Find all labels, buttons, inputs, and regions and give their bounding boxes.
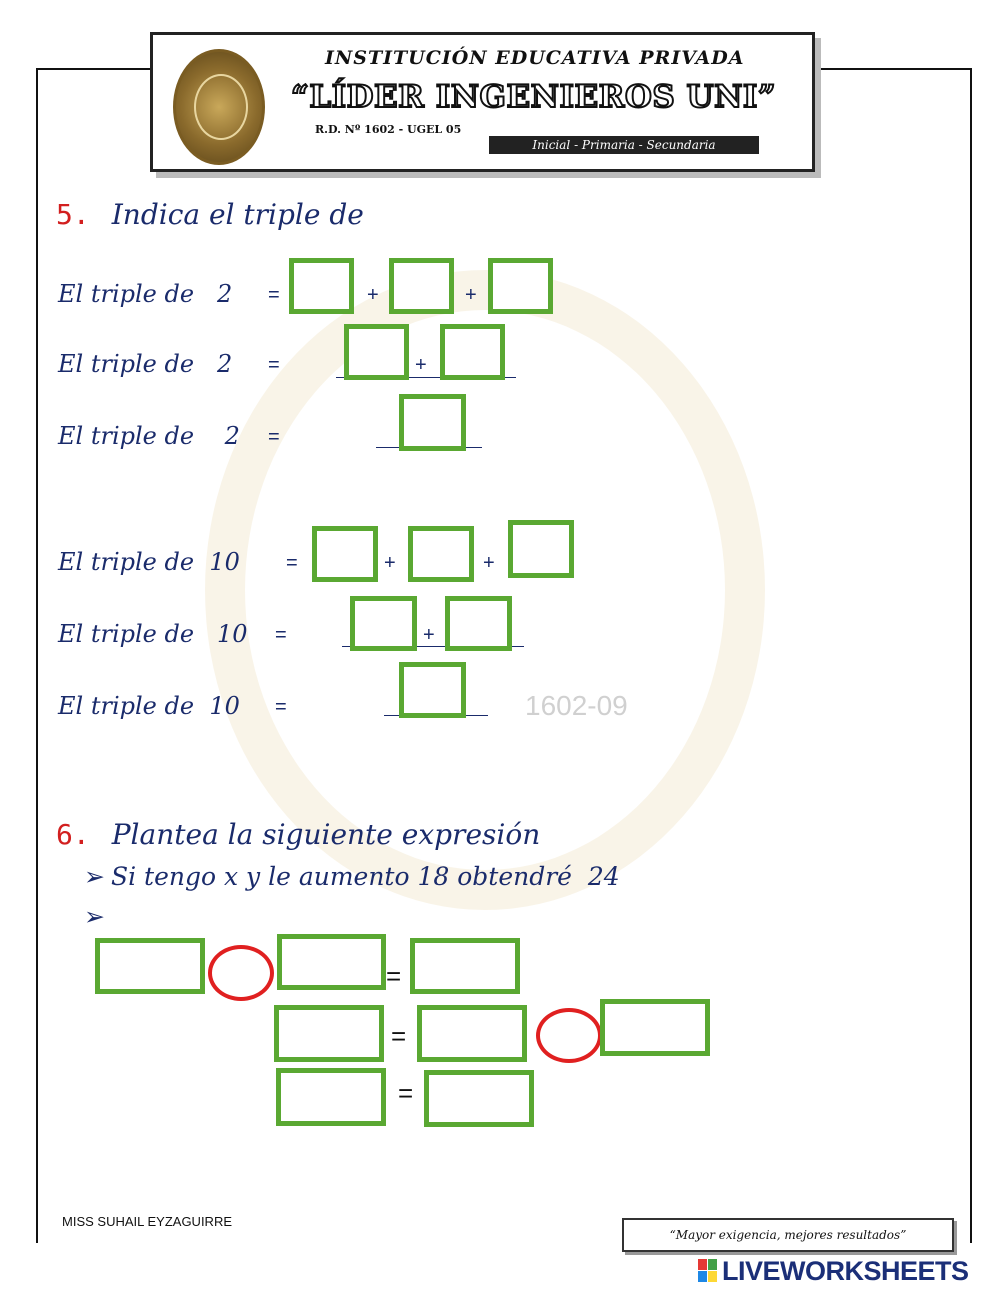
q5-row1-equals: = [268, 284, 280, 306]
operator-circle-2[interactable] [536, 1008, 602, 1063]
q5-row5-label: El triple de 10 [58, 620, 248, 648]
equals-sign: = [398, 1078, 414, 1108]
liveworksheets-brand[interactable]: LIVEWORKSHEETS [722, 1256, 969, 1286]
expression-box-2-1[interactable] [274, 1005, 384, 1062]
answer-box-5-4-1[interactable] [312, 526, 378, 582]
q5-row6-equals: = [275, 696, 287, 718]
header-levels: Inicial - Primaria - Secundaria [489, 136, 759, 154]
expression-box-1-1[interactable] [95, 938, 205, 994]
school-motto: “Mayor exigencia, mejores resultados” [622, 1218, 954, 1252]
q5-row3-label: El triple de 2 [58, 422, 240, 450]
answer-box-5-6-1[interactable] [399, 662, 466, 718]
answer-box-5-3-1[interactable] [399, 394, 466, 451]
answer-box-5-1-2[interactable] [389, 258, 454, 314]
plus-sign: + [415, 354, 427, 376]
q5-row2-equals: = [268, 354, 280, 376]
header-institution: INSTITUCIÓN EDUCATIVA PRIVADA [325, 47, 745, 69]
answer-box-5-4-2[interactable] [408, 526, 474, 582]
watermark-resolution: 1602-09 [525, 690, 628, 721]
plus-sign: + [423, 624, 435, 646]
q5-row5-equals: = [275, 624, 287, 646]
q5-title: 5.Indica el triple de [56, 198, 364, 231]
plus-sign: + [483, 552, 495, 574]
answer-underline [336, 377, 516, 378]
q6-title: 6.Plantea la siguiente expresión [56, 818, 541, 851]
answer-box-5-2-1[interactable] [344, 324, 409, 380]
answer-box-5-1-3[interactable] [488, 258, 553, 314]
expression-box-1-3[interactable] [410, 938, 520, 994]
expression-box-2-2[interactable] [417, 1005, 527, 1062]
answer-box-5-4-3[interactable] [508, 520, 574, 578]
answer-box-5-5-1[interactable] [350, 596, 417, 651]
school-seal-logo [173, 49, 265, 165]
q5-row1-label: El triple de 2 [58, 280, 233, 308]
q5-row4-label: El triple de 10 [58, 548, 240, 576]
header-school-name: “LÍDER INGENIEROS UNI” [290, 78, 777, 116]
equals-sign: = [386, 961, 402, 991]
q6-bullet-2: ➢ [84, 902, 105, 931]
expression-box-3-2[interactable] [424, 1070, 534, 1127]
header-resolution: R.D. Nº 1602 - UGEL 05 [315, 123, 462, 136]
plus-sign: + [465, 284, 477, 306]
q5-row3-equals: = [268, 426, 280, 448]
q6-bullet-1: ➢Si tengo x y le aumento 18 obtendré 24 [84, 862, 620, 891]
expression-box-1-2[interactable] [277, 934, 386, 990]
answer-box-5-5-2[interactable] [445, 596, 512, 651]
school-header: INSTITUCIÓN EDUCATIVA PRIVADA “LÍDER ING… [150, 32, 815, 172]
plus-sign: + [367, 284, 379, 306]
q5-row6-label: El triple de 10 [58, 692, 240, 720]
expression-box-3-1[interactable] [276, 1068, 386, 1126]
answer-box-5-2-2[interactable] [440, 324, 505, 380]
operator-circle-1[interactable] [208, 945, 274, 1001]
liveworksheets-logo-icon [698, 1259, 718, 1283]
expression-box-2-3[interactable] [600, 999, 710, 1056]
q5-row4-equals: = [286, 552, 298, 574]
equals-sign: = [391, 1021, 407, 1051]
q5-row2-label: El triple de 2 [58, 350, 233, 378]
answer-underline [342, 646, 524, 647]
plus-sign: + [384, 552, 396, 574]
answer-box-5-1-1[interactable] [289, 258, 354, 314]
teacher-name: MISS SUHAIL EYZAGUIRRE [62, 1214, 232, 1229]
